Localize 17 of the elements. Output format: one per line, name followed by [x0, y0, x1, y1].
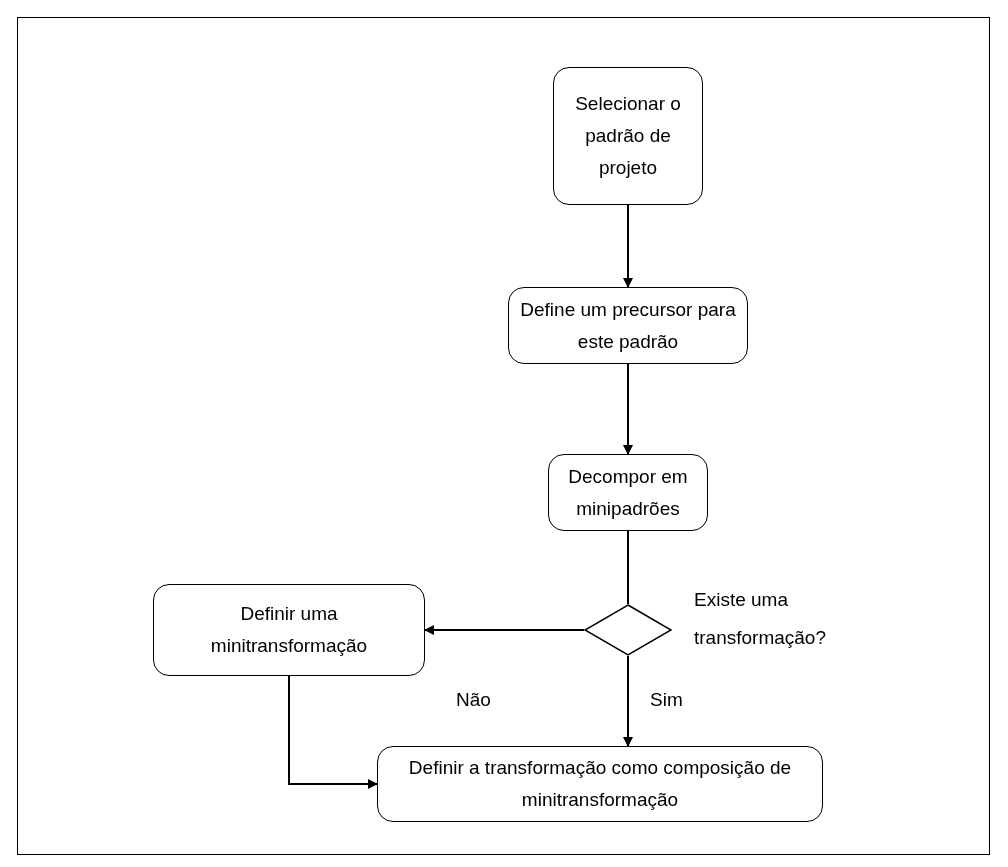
box-text: Selecionar o padrão de projeto [574, 92, 682, 180]
box-text: Define um precursor para este padrão [519, 297, 737, 354]
process-box [553, 67, 703, 205]
arrow [623, 655, 633, 747]
arrow [623, 204, 633, 288]
arrow [623, 363, 633, 455]
process-box [153, 584, 425, 676]
process-box [548, 454, 708, 531]
box-text: Definir a transformação como composição de minitransformação [407, 756, 793, 812]
decision-diamond [584, 604, 672, 656]
arrow [288, 675, 378, 789]
question-text: Existe uma transformação? [693, 588, 827, 650]
arrow [424, 625, 585, 635]
process-box [508, 287, 748, 364]
process-box [377, 746, 823, 822]
box-text: Definir uma minitransformação [209, 602, 369, 658]
box-text: Decompor em minipadrões [567, 464, 689, 521]
